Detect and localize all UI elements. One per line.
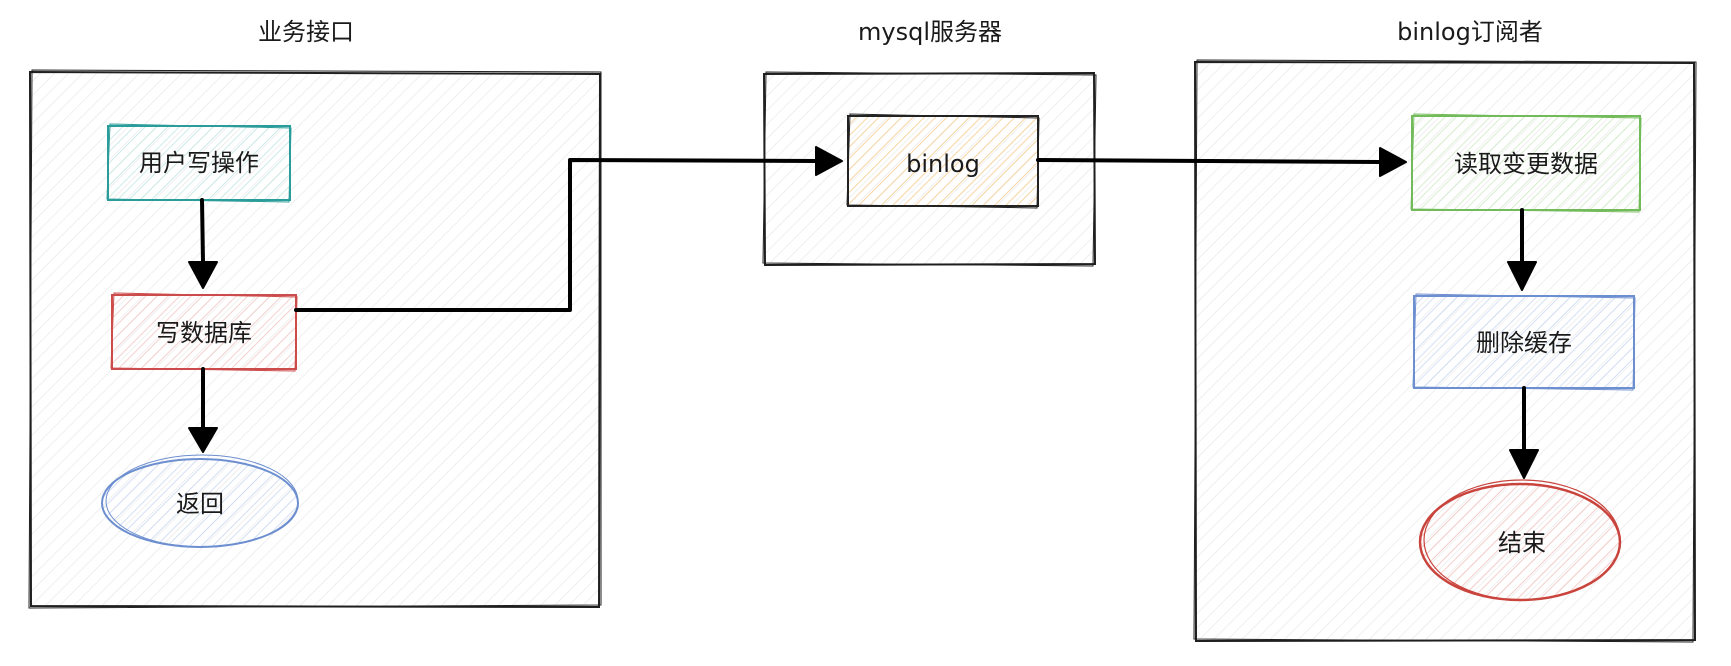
- node-binlog: binlog: [846, 113, 1040, 209]
- node-label-binlog: binlog: [906, 150, 980, 178]
- group-title-subscriber: binlog订阅者: [1397, 18, 1543, 46]
- group-title-business: 业务接口: [258, 18, 354, 46]
- edge-binlog-to-read-changes: [1036, 147, 1407, 177]
- node-label-read-changes: 读取变更数据: [1454, 150, 1598, 178]
- node-user-write: 用户写操作: [106, 123, 292, 203]
- node-label-end: 结束: [1498, 529, 1546, 557]
- node-label-delete-cache: 删除缓存: [1476, 329, 1572, 357]
- node-label-write-db: 写数据库: [156, 319, 252, 347]
- edge-write-db-to-return: [188, 367, 218, 453]
- edge-read-changes-to-delete-cache: [1507, 208, 1537, 291]
- edge-write-db-to-binlog: [294, 146, 843, 312]
- node-delete-cache: 删除缓存: [1412, 293, 1636, 391]
- node-end: 结束: [1418, 479, 1622, 602]
- node-read-changes: 读取变更数据: [1410, 113, 1642, 213]
- node-label-return: 返回: [176, 490, 224, 518]
- group-title-mysql: mysql服务器: [858, 18, 1002, 46]
- node-label-user-write: 用户写操作: [139, 149, 259, 177]
- node-write-db: 写数据库: [110, 292, 298, 372]
- edge-delete-cache-to-end: [1509, 386, 1539, 479]
- node-return: 返回: [101, 454, 299, 548]
- edge-user-write-to-write-db: [188, 198, 218, 289]
